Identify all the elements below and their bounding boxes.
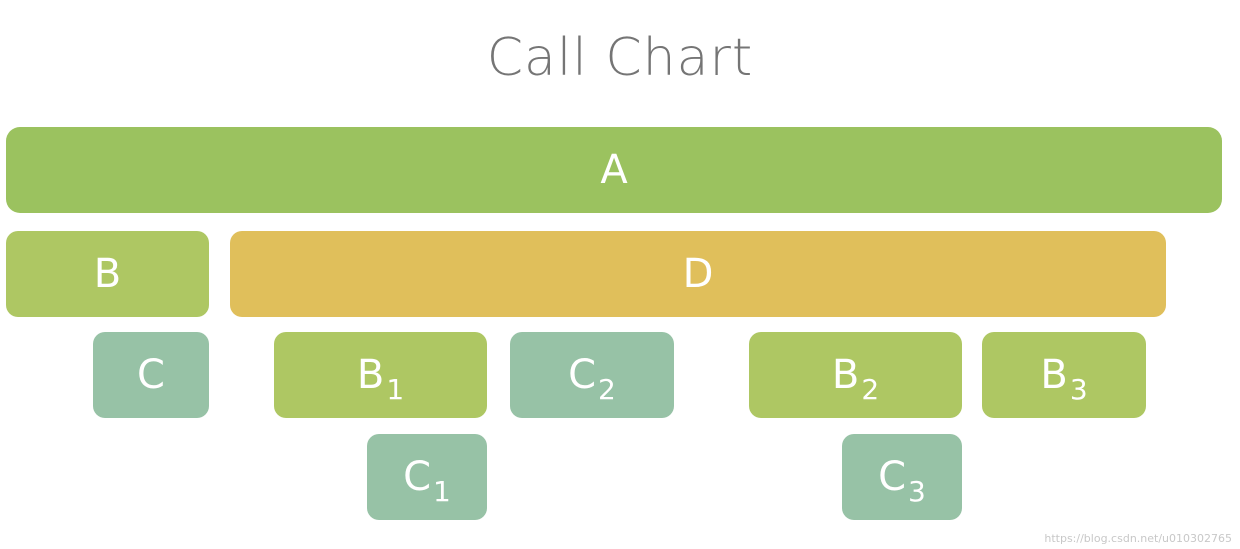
call-box-c1-subscript: 1 (433, 474, 451, 508)
call-box-b1-label: B (356, 352, 385, 398)
call-box-b3-label: B (1040, 352, 1068, 398)
call-box-b: B (6, 231, 209, 317)
chart-title: Call Chart (486, 28, 754, 88)
call-box-a: A (6, 127, 1222, 213)
call-box-c: C (93, 332, 209, 418)
call-box-b-label: B (93, 251, 122, 297)
call-box-b1-subscript: 1 (386, 372, 405, 406)
call-box-b2-subscript: 2 (861, 372, 880, 406)
call-box-c1-label: C (403, 454, 432, 500)
call-box-c3-label: C (878, 454, 907, 500)
watermark: https://blog.csdn.net/u010302765 (1044, 532, 1232, 545)
call-box-c3-subscript: 3 (908, 474, 926, 508)
call-box-c-label: C (137, 352, 165, 398)
call-box-c2-subscript: 2 (598, 372, 616, 406)
call-box-b3-subscript: 3 (1069, 372, 1088, 406)
call-box-d-label: D (682, 251, 714, 297)
call-box-b2-label: B (831, 352, 860, 398)
call-box-d: D (230, 231, 1166, 317)
call-box-c2-label: C (568, 352, 597, 398)
call-box-a-label: A (600, 147, 628, 193)
